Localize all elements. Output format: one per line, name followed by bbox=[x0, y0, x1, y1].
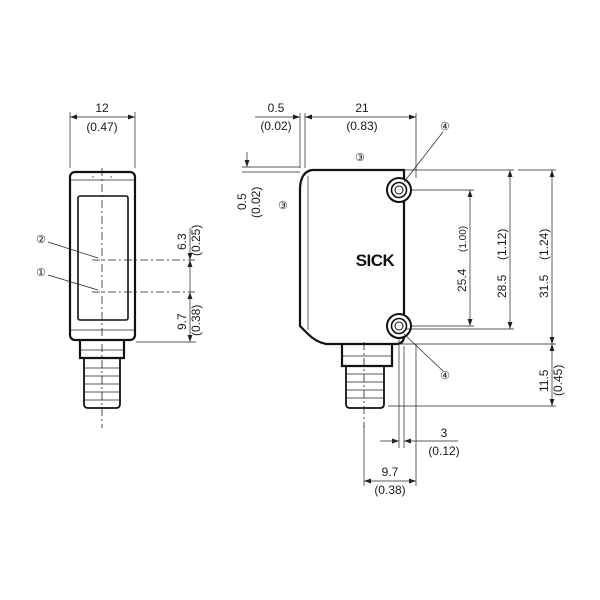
dim-height-28-5: 28.5 (1.12) bbox=[404, 169, 514, 330]
svg-text:3: 3 bbox=[441, 426, 448, 440]
dim-width-12: 12 (0.47) bbox=[69, 101, 136, 168]
svg-text:(0.38): (0.38) bbox=[374, 483, 405, 497]
svg-text:(0.38): (0.38) bbox=[189, 305, 203, 336]
svg-text:28.5: 28.5 bbox=[495, 274, 509, 298]
side-housing bbox=[298, 168, 406, 346]
dim-6-3-and-9-7: 6.3 (0.25) 9.7 (0.38) bbox=[136, 225, 203, 343]
dim-offset-9-7-side: 9.7 (0.38) bbox=[363, 344, 417, 497]
svg-text:(0.83): (0.83) bbox=[346, 119, 377, 133]
svg-text:31.5: 31.5 bbox=[537, 274, 551, 298]
mounting-hole-bottom bbox=[386, 313, 412, 339]
side-view: SICK ③ ③ ④ ④ bbox=[235, 101, 565, 497]
svg-text:0.5: 0.5 bbox=[268, 101, 285, 115]
svg-text:6.3: 6.3 bbox=[175, 233, 189, 250]
svg-text:25.4: 25.4 bbox=[455, 268, 469, 292]
dim-connector-11-5: 11.5 (0.45) bbox=[388, 344, 565, 407]
svg-text:21: 21 bbox=[355, 101, 369, 115]
side-connector bbox=[340, 344, 394, 409]
svg-text:(0.25): (0.25) bbox=[189, 225, 203, 256]
dim-width-21: 21 (0.83) bbox=[305, 101, 417, 178]
dim-offset-3: 3 (0.12) bbox=[380, 338, 460, 458]
svg-text:0.5: 0.5 bbox=[235, 193, 249, 210]
callout-3-left: ③ bbox=[278, 199, 288, 212]
svg-text:9.7: 9.7 bbox=[175, 313, 189, 330]
svg-text:(1.12): (1.12) bbox=[495, 229, 509, 260]
dim-offset-0-5-side: 0.5 (0.02) bbox=[235, 152, 300, 218]
svg-text:(0.47): (0.47) bbox=[86, 120, 117, 134]
svg-text:9.7: 9.7 bbox=[382, 465, 399, 479]
front-view: ② ① 12 (0.47) 6.3 (0.25) 9.7 (0.38) bbox=[36, 101, 203, 428]
svg-text:(1.24): (1.24) bbox=[537, 229, 551, 260]
front-housing bbox=[68, 170, 137, 342]
dim-offset-0-5-top: 0.5 (0.02) bbox=[255, 101, 306, 168]
dim-hole-25-4: 25.4 (1.00) bbox=[412, 189, 474, 327]
callout-4-bottom: ④ bbox=[440, 369, 450, 382]
brand-logo: SICK bbox=[356, 251, 396, 270]
callout-1: ① bbox=[36, 266, 46, 279]
svg-text:(0.45): (0.45) bbox=[551, 365, 565, 396]
callout-3-top: ③ bbox=[355, 151, 365, 164]
front-lens-window bbox=[77, 195, 129, 321]
mounting-hole-top bbox=[386, 177, 412, 203]
svg-text:(1.00): (1.00) bbox=[458, 226, 469, 252]
dim-height-31-5: 31.5 (1.24) bbox=[398, 169, 556, 345]
svg-text:(0.12): (0.12) bbox=[428, 444, 459, 458]
svg-text:(0.02): (0.02) bbox=[249, 187, 263, 218]
svg-text:11.5: 11.5 bbox=[537, 369, 551, 392]
callout-4-top: ④ bbox=[440, 120, 450, 133]
svg-text:12: 12 bbox=[95, 101, 109, 115]
callout-2: ② bbox=[36, 233, 46, 246]
svg-text:(0.02): (0.02) bbox=[260, 119, 291, 133]
